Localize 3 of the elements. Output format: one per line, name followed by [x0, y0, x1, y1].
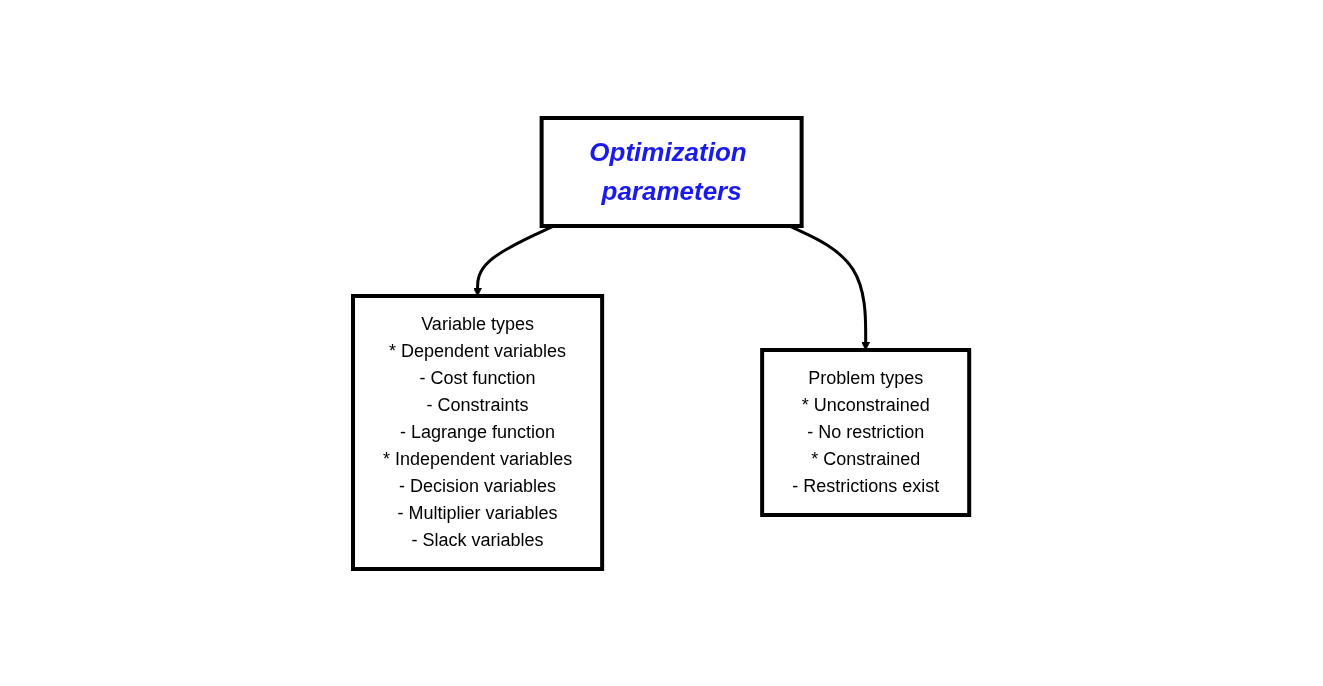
node-box: Variable types * Dependent variables - Cost function - Constraints - Lagrange function * Independent variables - Decision variables - Multiplier variables - Slack variables [351, 293, 605, 571]
node-box: Optimization parameters [540, 115, 804, 228]
node-box: Problem types * Unconstrained - No restriction * Constrained - Restrictions exist [760, 347, 972, 517]
